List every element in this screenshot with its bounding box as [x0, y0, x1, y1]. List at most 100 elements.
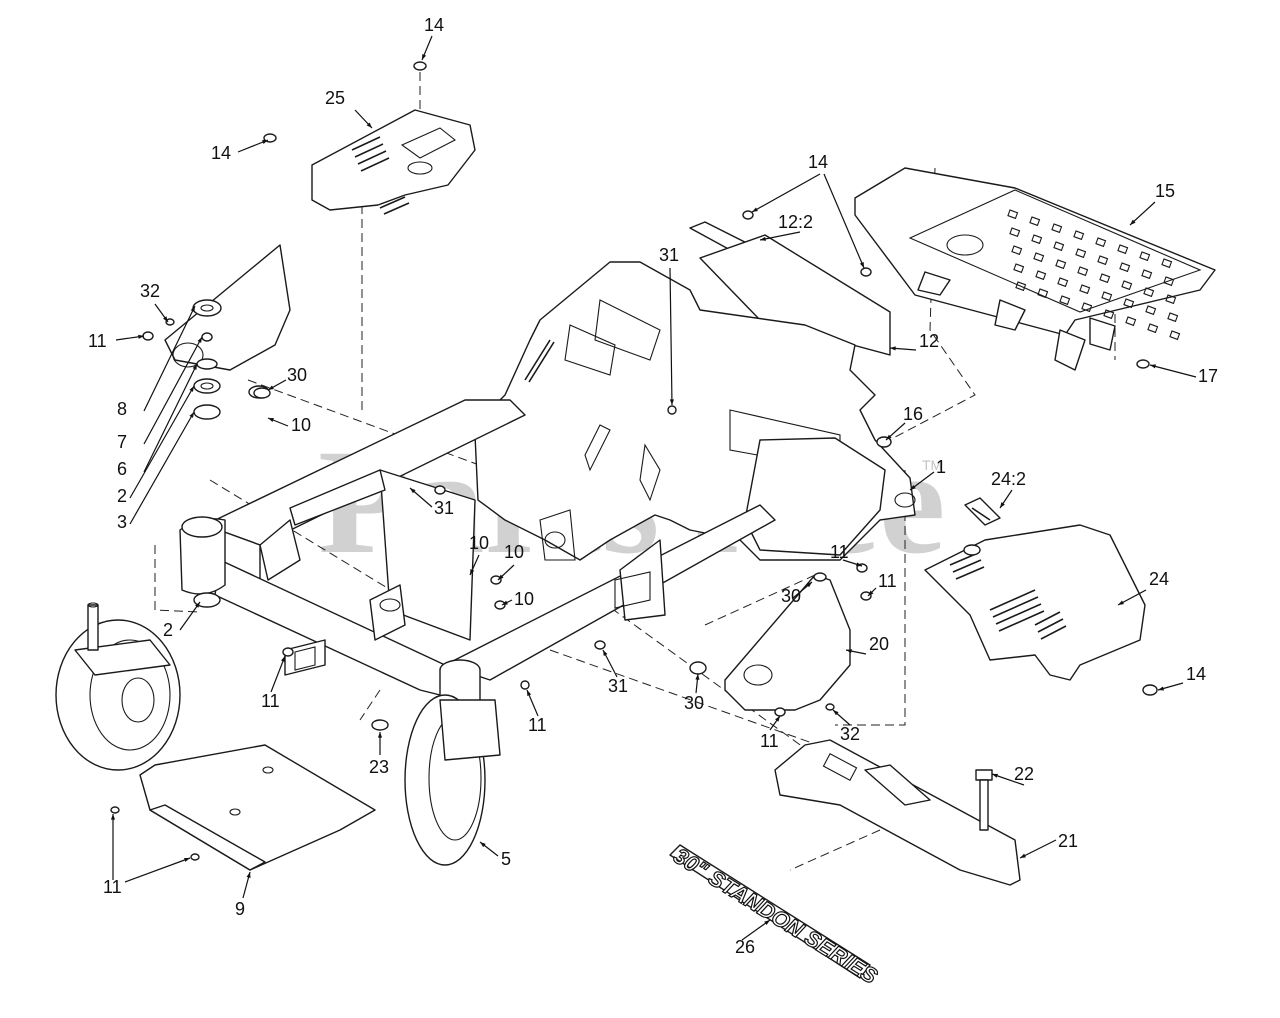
- callout-15[interactable]: 15: [1155, 181, 1175, 201]
- callout-23[interactable]: 23: [369, 757, 389, 777]
- leader-arrowhead: [806, 582, 812, 588]
- callout-30[interactable]: 30: [287, 365, 307, 385]
- leader-arrowhead: [190, 306, 195, 312]
- leader-arrowhead: [195, 602, 200, 608]
- callout-14[interactable]: 14: [424, 15, 444, 35]
- right-caster-wheel: [404, 694, 501, 866]
- leader-arrowhead: [268, 385, 274, 390]
- leader-arrowhead: [498, 574, 504, 580]
- tread-hole: [1165, 294, 1177, 305]
- callout-14[interactable]: 14: [808, 152, 828, 172]
- leader-arrowhead: [192, 364, 197, 370]
- leader-arrowhead: [886, 434, 892, 440]
- callout-9[interactable]: 9: [235, 899, 245, 919]
- callout-11[interactable]: 11: [878, 571, 897, 591]
- callout-8[interactable]: 8: [117, 399, 127, 419]
- leader-arrowhead: [1130, 219, 1136, 225]
- tread-hole: [1169, 330, 1181, 341]
- callout-24-2[interactable]: 24:2: [991, 469, 1026, 489]
- callout-11[interactable]: 11: [88, 331, 107, 351]
- tread-hole: [1009, 227, 1021, 238]
- callout-3[interactable]: 3: [117, 512, 127, 532]
- tread-hole: [1059, 295, 1071, 306]
- tread-hole: [1029, 216, 1041, 227]
- leader-arrowhead: [752, 207, 758, 212]
- callout-20[interactable]: 20: [869, 634, 889, 654]
- leader-arrowhead: [422, 54, 427, 60]
- leader-arrowhead: [992, 773, 998, 778]
- callout-11[interactable]: 11: [760, 731, 779, 751]
- callout-26[interactable]: 26: [735, 937, 755, 957]
- leader-arrowhead: [760, 236, 766, 241]
- callout-10[interactable]: 10: [504, 542, 524, 562]
- tread-hole: [1121, 280, 1133, 291]
- tread-hole: [1075, 248, 1087, 259]
- leader-arrowhead: [856, 562, 862, 567]
- callout-11[interactable]: 11: [261, 691, 280, 711]
- callout-16[interactable]: 16: [903, 404, 923, 424]
- callout-31[interactable]: 31: [659, 245, 679, 265]
- part-26-decal: 30" STANDON SERIES: [669, 842, 883, 989]
- callout-24[interactable]: 24: [1149, 569, 1169, 589]
- callout-14[interactable]: 14: [211, 143, 231, 163]
- callout-1[interactable]: 1: [936, 457, 946, 477]
- leader-arrowhead: [268, 418, 274, 423]
- leader-line: [759, 231, 801, 241]
- leader-arrowhead: [764, 920, 770, 925]
- leader-arrowhead: [695, 674, 700, 680]
- callout-32[interactable]: 32: [840, 724, 860, 744]
- callout-11[interactable]: 11: [103, 877, 122, 897]
- tread-hole: [1139, 251, 1151, 262]
- leader-arrowhead: [480, 842, 486, 848]
- callout-11[interactable]: 11: [528, 715, 547, 735]
- leader-arrowhead: [669, 399, 674, 405]
- callout-10[interactable]: 10: [291, 415, 311, 435]
- callout-12-2[interactable]: 12:2: [778, 212, 813, 232]
- tread-hole: [1035, 270, 1047, 281]
- leader-arrowhead: [1158, 686, 1164, 691]
- leader-line: [129, 385, 195, 499]
- leader-line: [991, 773, 1025, 786]
- callout-22[interactable]: 22: [1014, 764, 1034, 784]
- part-12-bracket: [689, 221, 891, 356]
- callout-31[interactable]: 31: [434, 498, 454, 518]
- callout-21[interactable]: 21: [1058, 831, 1078, 851]
- callout-6[interactable]: 6: [117, 459, 127, 479]
- callout-30[interactable]: 30: [684, 693, 704, 713]
- callout-31[interactable]: 31: [608, 676, 628, 696]
- leader-arrowhead: [910, 484, 916, 490]
- callout-12[interactable]: 12: [919, 331, 939, 351]
- callout-32[interactable]: 32: [140, 281, 160, 301]
- leader-arrowhead: [184, 858, 190, 862]
- tread-hole: [1097, 255, 1109, 266]
- callout-17[interactable]: 17: [1198, 366, 1218, 386]
- leader-arrowhead: [470, 569, 475, 575]
- tread-hole: [1161, 258, 1173, 269]
- tread-hole: [1101, 291, 1113, 302]
- leader-arrowhead: [603, 650, 608, 656]
- part-21-footrest: [774, 739, 1021, 886]
- callout-10[interactable]: 10: [514, 589, 534, 609]
- callout-10[interactable]: 10: [469, 533, 489, 553]
- tread-hole: [1053, 241, 1065, 252]
- tread-hole: [1051, 223, 1063, 234]
- part-15-platform: [854, 167, 1216, 371]
- callout-2[interactable]: 2: [117, 486, 127, 506]
- callout-7[interactable]: 7: [117, 432, 127, 452]
- leader-arrowhead: [366, 122, 372, 128]
- callout-2[interactable]: 2: [163, 620, 173, 640]
- callout-14[interactable]: 14: [1186, 664, 1206, 684]
- leader-line: [669, 267, 673, 406]
- tread-hole: [1095, 237, 1107, 248]
- leader-line: [129, 411, 195, 525]
- callout-25[interactable]: 25: [325, 88, 345, 108]
- watermark-trademark: TM: [922, 457, 942, 473]
- tread-hole: [1163, 276, 1175, 287]
- callout-11[interactable]: 11: [830, 542, 849, 562]
- leader-arrowhead: [262, 140, 268, 145]
- callout-30[interactable]: 30: [781, 586, 801, 606]
- callout-5[interactable]: 5: [501, 849, 511, 869]
- fasteners: [110, 61, 1158, 861]
- leader-line: [143, 363, 198, 473]
